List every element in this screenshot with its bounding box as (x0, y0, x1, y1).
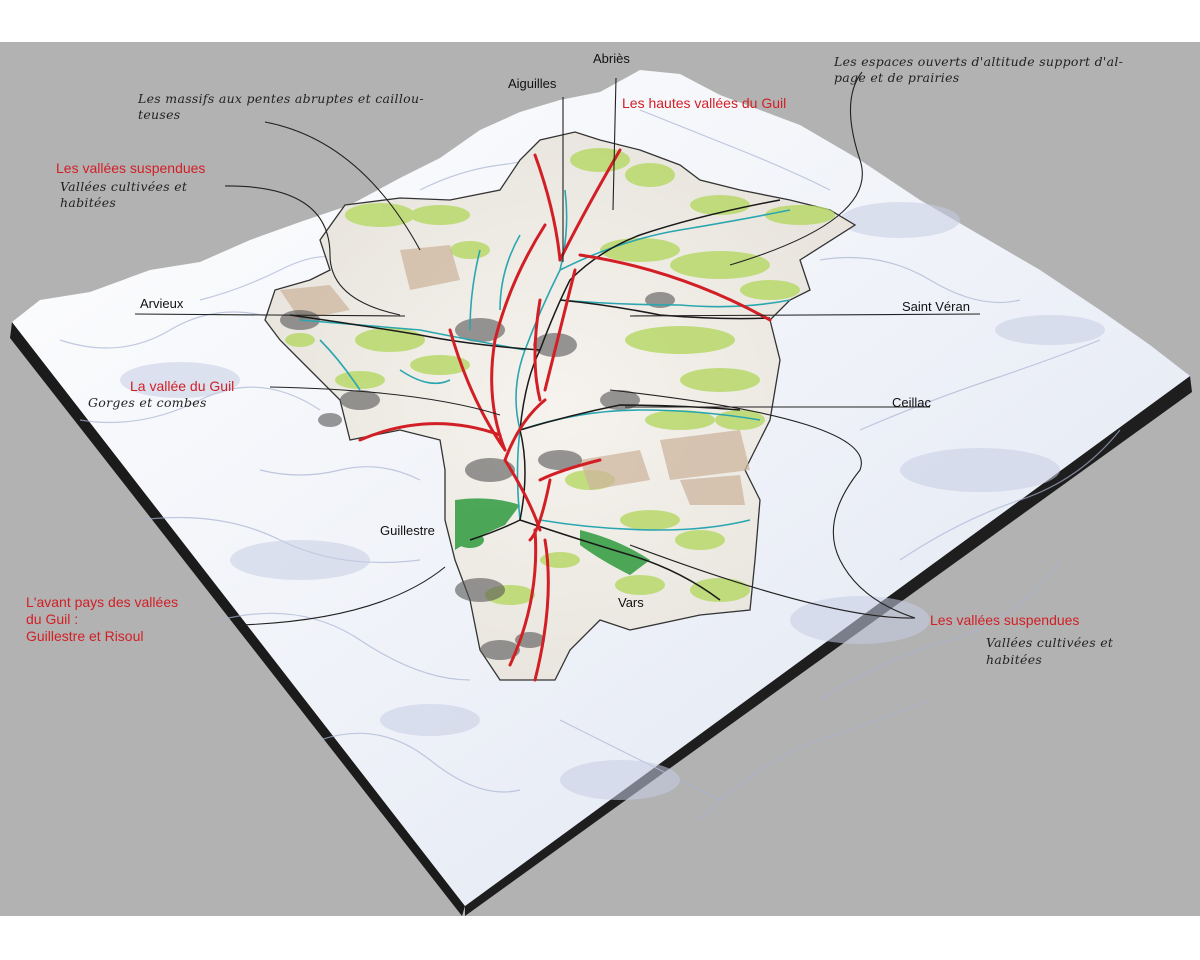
label-espaces-line1: Les espaces ouverts d'altitude support d… (834, 54, 1124, 69)
alpine-meadows (285, 148, 835, 605)
label-avant-pays-line1: L'avant pays des vallées (26, 594, 179, 610)
town-guillestre: Guillestre (380, 523, 435, 538)
label-avant-pays-line2: du Guil : (26, 611, 79, 627)
label-suspendues-nw-sub2: habitées (60, 195, 117, 210)
label-suspendues-se-sub2: habitées (986, 652, 1043, 667)
label-suspendues-nw-title: Les vallées suspendues (56, 160, 206, 176)
label-vallee-guil-sub: Gorges et combes (88, 395, 207, 410)
town-arvieux: Arvieux (140, 296, 184, 311)
valley-axes (358, 148, 772, 682)
terrain-base-side-left (10, 322, 465, 916)
label-espaces-line2: page et de prairies (834, 70, 960, 85)
relief-shadow-patches (120, 202, 1105, 800)
label-hautes-vallees: Les hautes vallées du Guil (622, 95, 787, 111)
relief-shading (59, 109, 1121, 821)
label-massifs-line2: teuses (138, 107, 181, 122)
annotation-leaders (134, 71, 981, 626)
town-aiguilles: Aiguilles (508, 76, 557, 91)
town-ceillac: Ceillac (892, 395, 932, 410)
label-massifs-line1: Les massifs aux pentes abruptes et caill… (138, 91, 424, 106)
town-abries: Abriès (593, 51, 630, 66)
town-saint-veran: Saint Véran (902, 299, 970, 314)
town-vars: Vars (618, 595, 644, 610)
label-suspendues-se-title: Les vallées suspendues (930, 612, 1080, 628)
label-avant-pays-line3: Guillestre et Risoul (26, 628, 144, 644)
label-suspendues-nw-sub1: Vallées cultivées et (60, 179, 188, 194)
label-vallee-guil-title: La vallée du Guil (130, 378, 235, 394)
label-suspendues-se-sub1: Vallées cultivées et (986, 635, 1114, 650)
